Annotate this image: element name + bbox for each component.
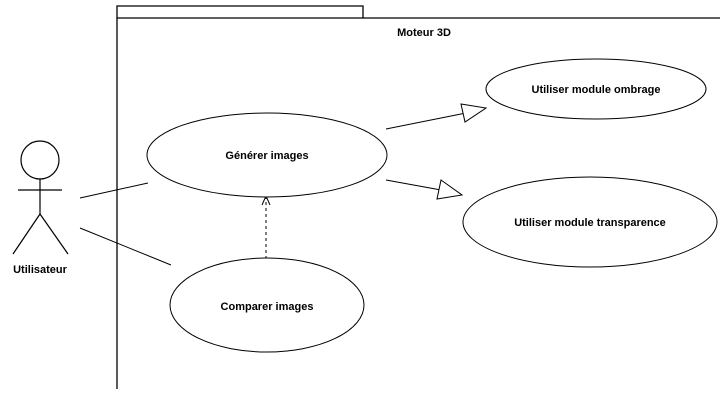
actor-label: Utilisateur	[13, 264, 68, 276]
use-case-transparence[interactable]: Utiliser module transparence	[462, 176, 718, 268]
use-case-label: Utiliser module transparence	[514, 217, 666, 229]
association-generer	[79, 182, 149, 199]
actor-figure	[12, 140, 69, 255]
generalization-ombrage-head	[460, 103, 488, 123]
generalization-transparence-line	[385, 179, 442, 191]
use-case-generer[interactable]: Générer images	[146, 112, 388, 198]
generalization-ombrage-line	[385, 112, 467, 130]
use-case-ellipse	[485, 58, 707, 120]
system-boundary	[116, 17, 720, 389]
use-case-ombrage[interactable]: Utiliser module ombrage	[485, 58, 707, 120]
association-comparer	[79, 227, 172, 266]
system-boundary-tab	[116, 5, 364, 18]
system-title: Moteur 3D	[397, 27, 451, 39]
actor-right-leg	[39, 213, 69, 255]
use-case-ellipse	[169, 257, 365, 353]
use-case-ellipse	[146, 112, 388, 198]
actor-head	[20, 140, 60, 180]
generalization-transparence-head	[436, 179, 464, 200]
use-case-comparer[interactable]: Comparer images	[169, 257, 365, 353]
use-case-label: Générer images	[225, 150, 308, 162]
use-case-label: Comparer images	[221, 301, 314, 313]
use-case-ellipse	[462, 176, 718, 268]
actor-left-leg	[12, 213, 41, 255]
use-case-label: Utiliser module ombrage	[532, 84, 661, 96]
